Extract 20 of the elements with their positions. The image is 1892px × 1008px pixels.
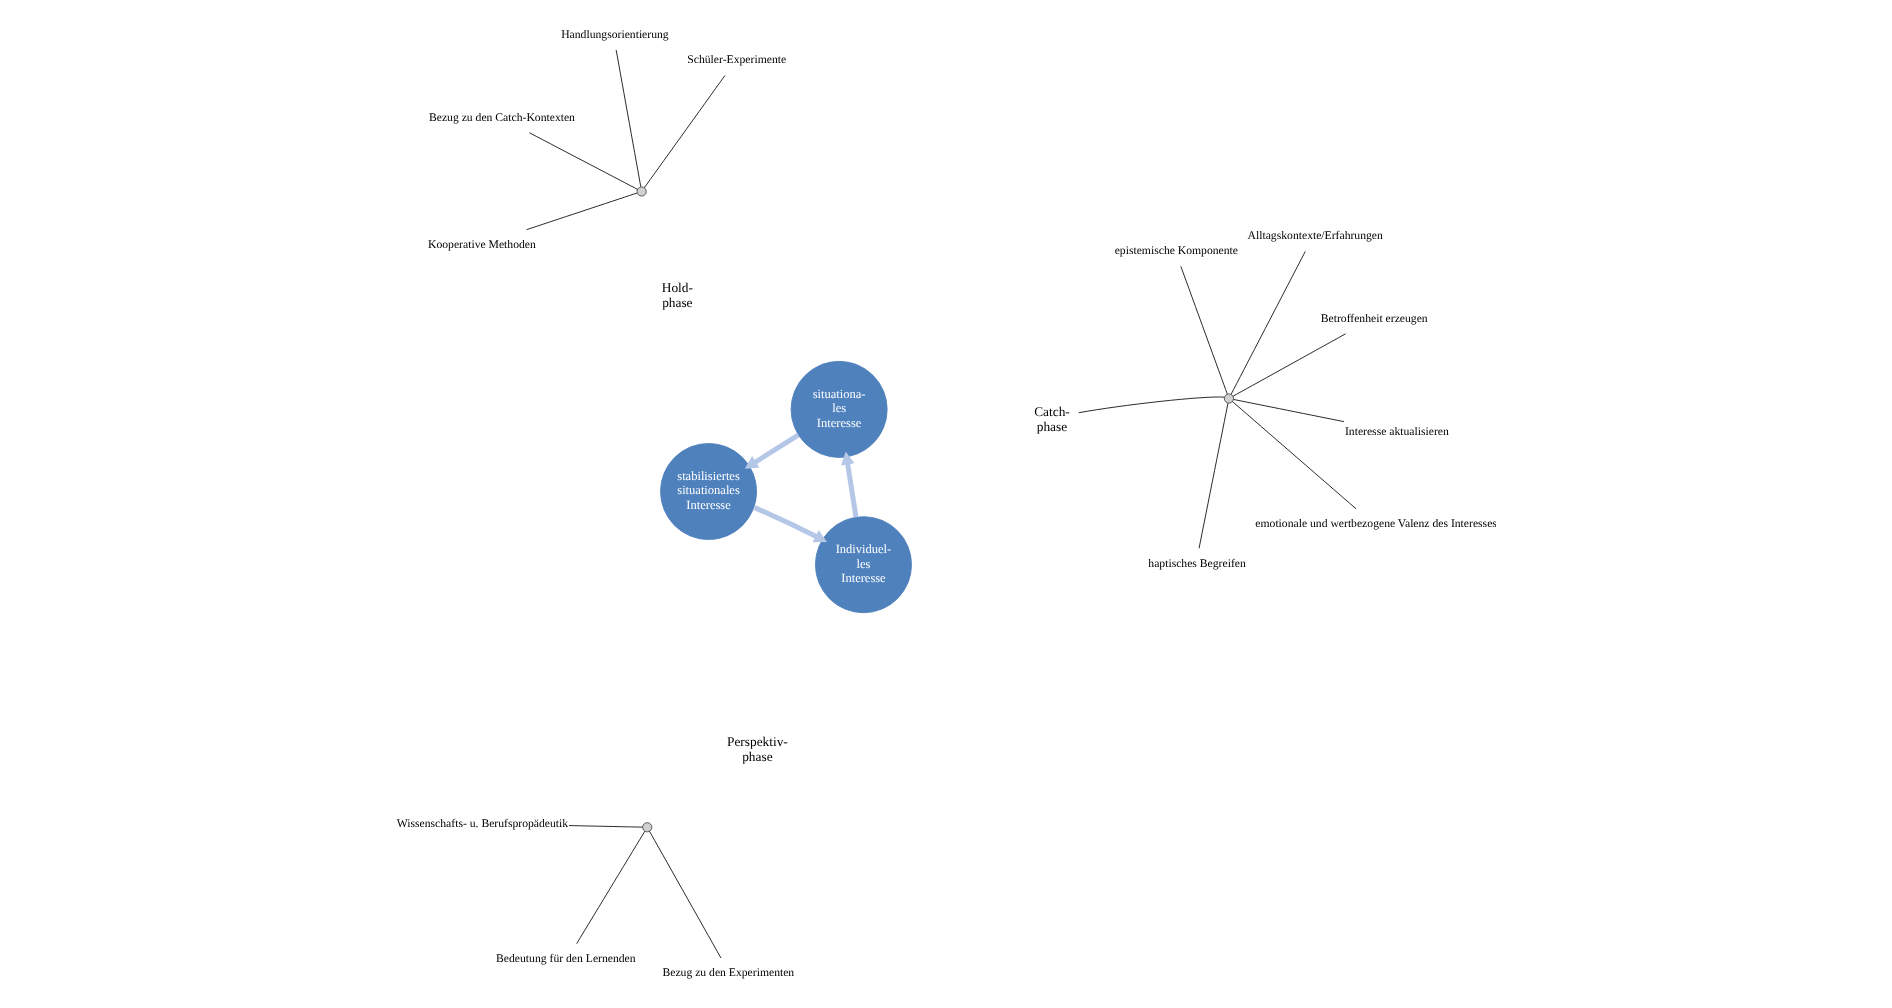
node-circle bbox=[1223, 393, 1234, 404]
connector bbox=[643, 75, 726, 189]
node-circle bbox=[636, 186, 647, 197]
arrow bbox=[841, 451, 859, 518]
connector bbox=[649, 830, 722, 959]
connector bbox=[1230, 250, 1306, 395]
node-circle bbox=[642, 822, 653, 833]
arrow bbox=[753, 505, 828, 543]
arrow bbox=[744, 433, 800, 469]
connector bbox=[1232, 333, 1346, 397]
connector bbox=[1198, 402, 1229, 549]
connector bbox=[1078, 396, 1225, 414]
connector bbox=[576, 830, 646, 945]
connector bbox=[1232, 401, 1357, 510]
connector bbox=[1233, 399, 1345, 423]
connector bbox=[568, 825, 643, 828]
connector bbox=[1180, 265, 1228, 395]
connector bbox=[529, 132, 638, 190]
connector bbox=[615, 49, 642, 188]
connector bbox=[526, 192, 638, 231]
